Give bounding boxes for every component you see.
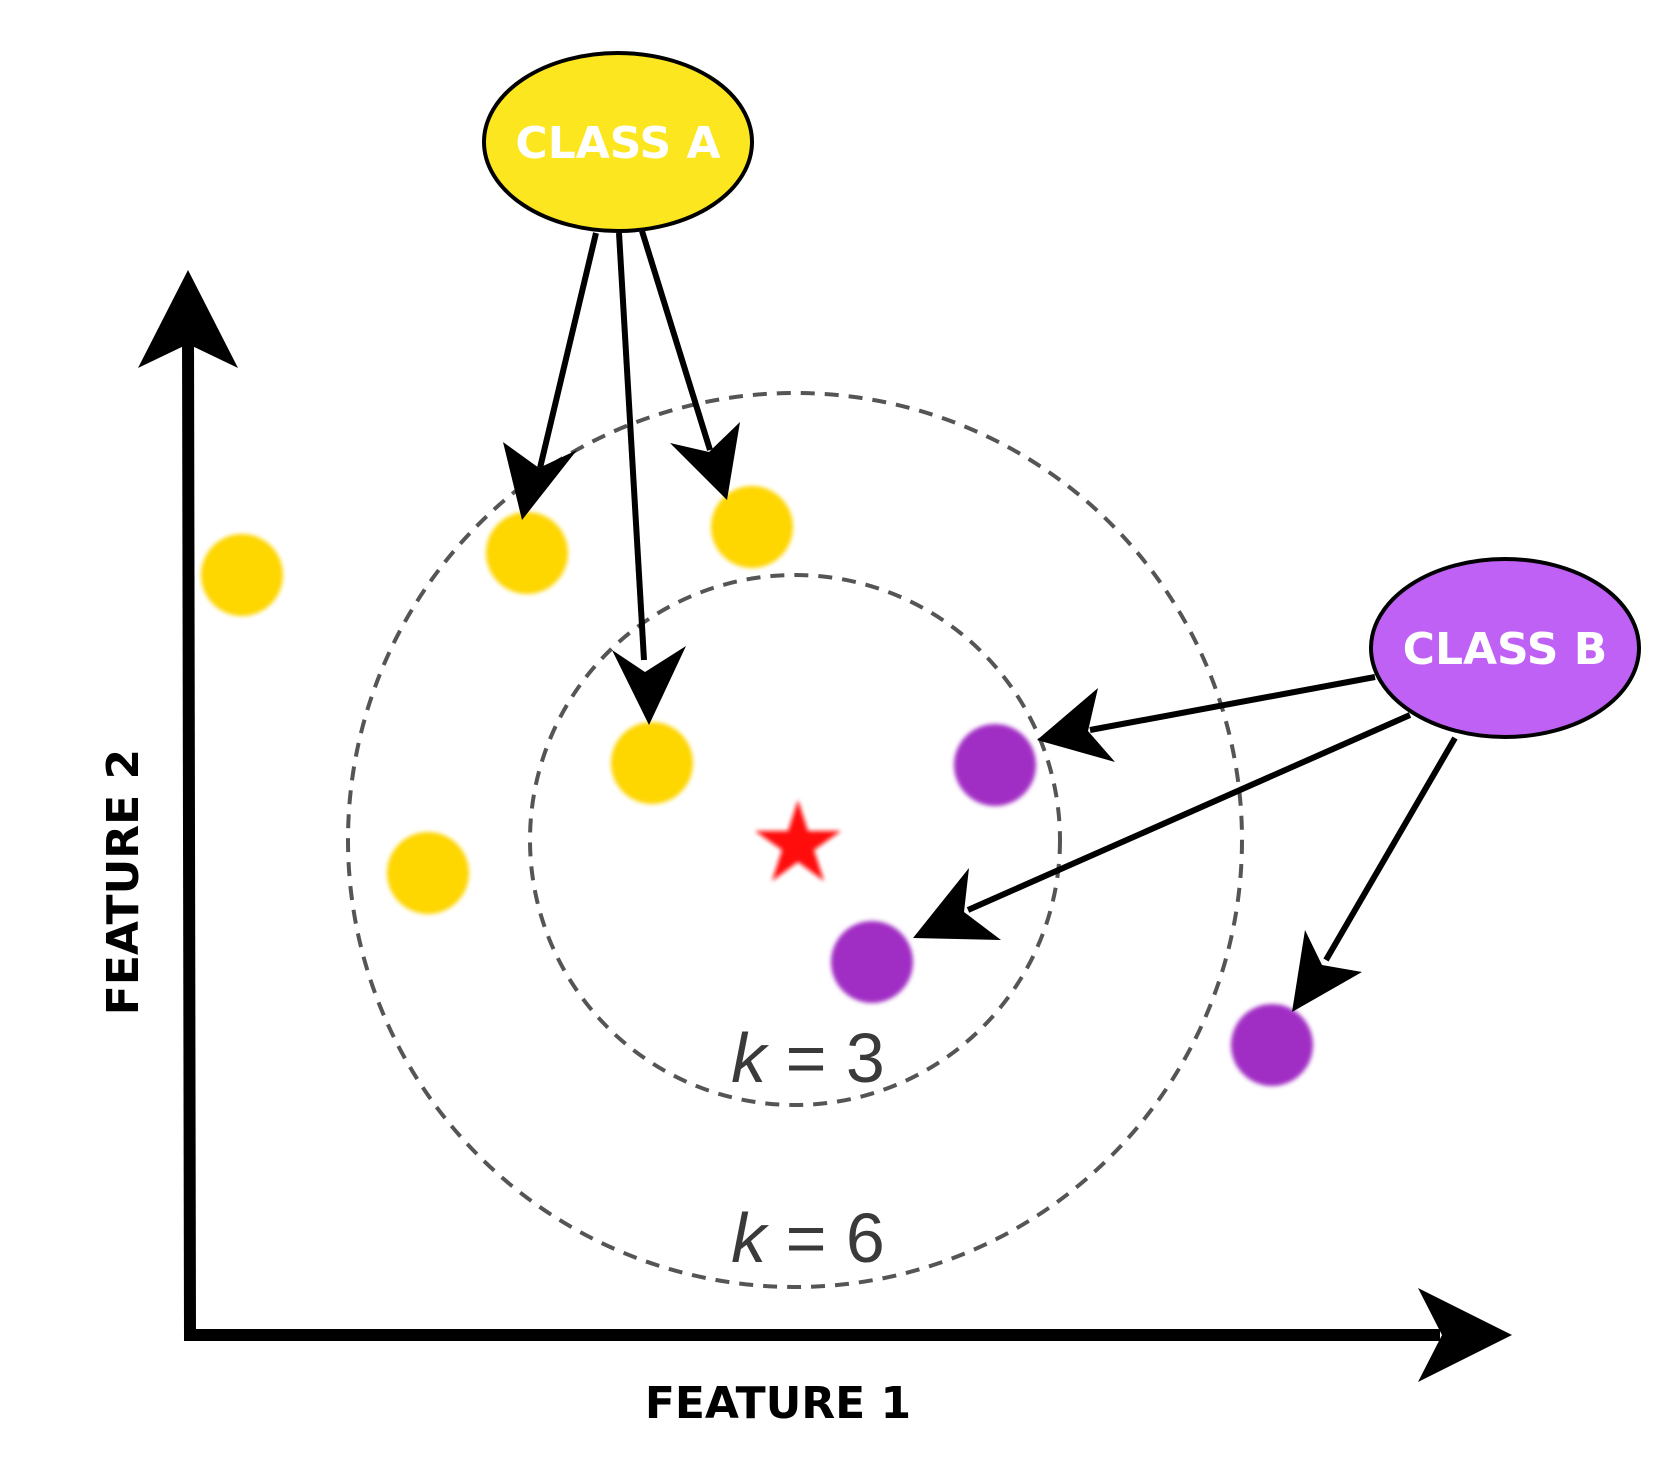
y-axis-label: FEATURE 2: [98, 749, 149, 1015]
arrow-to-class-a-point: [503, 232, 599, 520]
class-b-point: [1231, 1004, 1313, 1086]
class-b-label: CLASS B: [1403, 624, 1608, 675]
arrow-to-class-b-point: [1292, 736, 1458, 1012]
k3-variable: k: [731, 1019, 769, 1097]
class-a-points: [201, 486, 793, 914]
class-b-points: [831, 724, 1313, 1086]
x-axis-arrowhead-icon: [1418, 1288, 1512, 1382]
star-icon: [755, 800, 841, 881]
class-b-point: [954, 724, 1036, 806]
k6-variable: k: [731, 1199, 769, 1277]
class-a-point: [711, 486, 793, 568]
class-a-point: [387, 832, 469, 914]
k3-value: = 3: [766, 1019, 885, 1097]
class-b-bubble: CLASS B: [1369, 557, 1641, 739]
class-a-arrows: [503, 230, 740, 725]
k6-value: = 6: [766, 1199, 885, 1277]
class-a-bubble: CLASS A: [482, 51, 754, 233]
arrow-to-class-a-point: [612, 232, 686, 725]
y-axis: [138, 270, 238, 1336]
arrow-to-class-b-point: [913, 712, 1412, 940]
class-b-arrows: [913, 674, 1458, 1012]
x-axis-label: FEATURE 1: [645, 1378, 911, 1429]
k3-label: k = 3: [731, 1019, 885, 1097]
arrow-to-class-a-point: [639, 230, 740, 500]
y-axis-arrowhead-icon: [138, 270, 238, 368]
class-a-point: [486, 512, 568, 594]
class-a-point: [611, 722, 693, 804]
x-axis: [184, 1288, 1512, 1382]
class-a-point: [201, 534, 283, 616]
arrow-to-class-b-point: [1037, 674, 1376, 762]
k3-neighborhood-circle: [528, 573, 1062, 1107]
class-a-label: CLASS A: [515, 118, 720, 169]
k6-neighborhood-circle: [346, 391, 1244, 1289]
k6-label: k = 6: [731, 1199, 885, 1277]
class-b-point: [831, 921, 913, 1003]
